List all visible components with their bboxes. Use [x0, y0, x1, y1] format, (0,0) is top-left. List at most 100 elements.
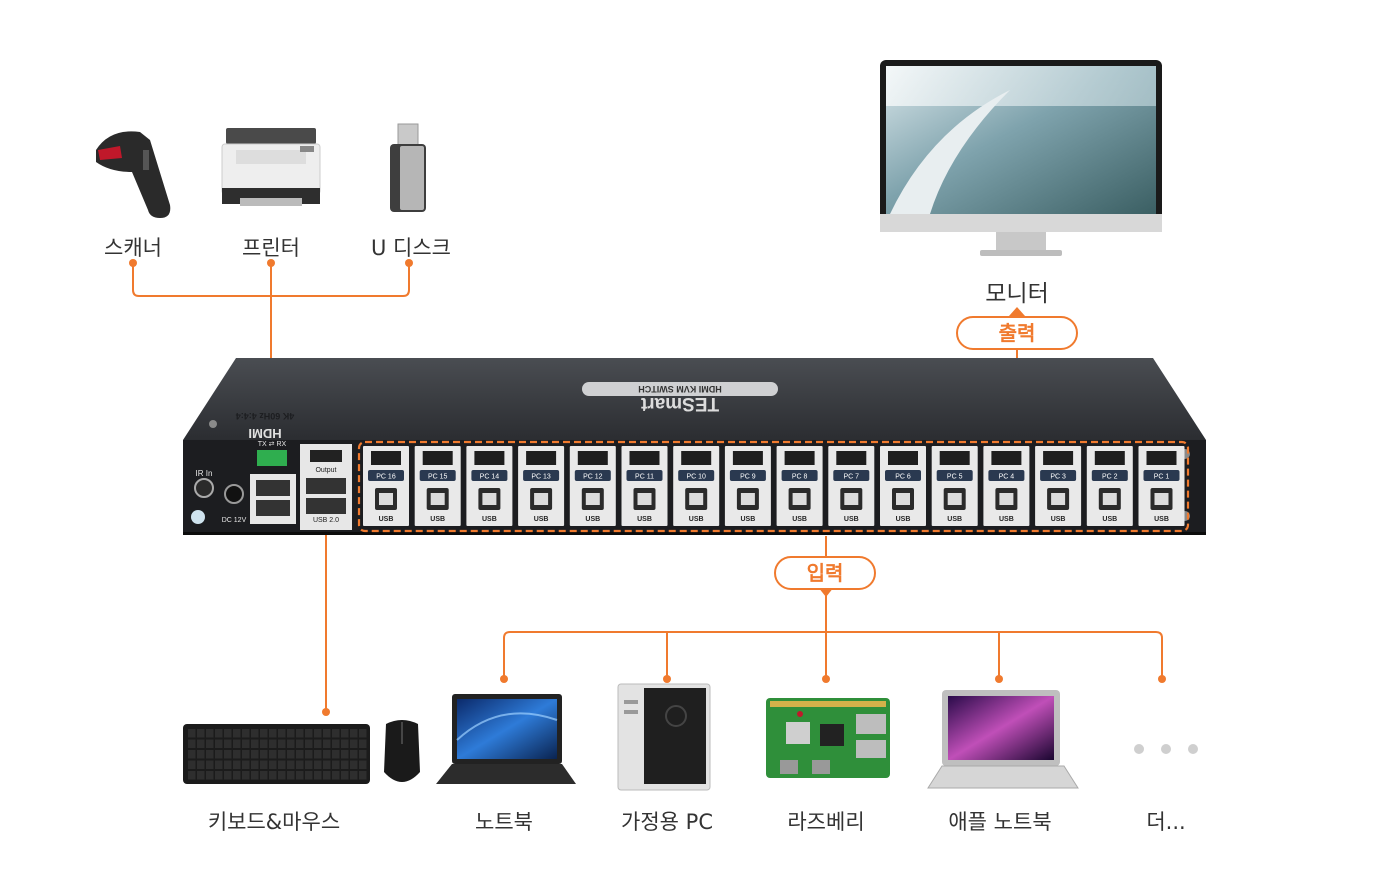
- hdmi-port[interactable]: [629, 451, 660, 465]
- hdmi-port[interactable]: [526, 451, 557, 465]
- usb-port-label: USB: [534, 516, 549, 523]
- pc-port-label: PC 10: [686, 474, 706, 481]
- pc-port-label: PC 14: [480, 474, 500, 481]
- dc-power-port[interactable]: [224, 484, 244, 504]
- pc-port-badge: [368, 470, 404, 481]
- monitor-label: 모니터: [985, 281, 1049, 307]
- ir-sensor: [191, 510, 205, 524]
- raspberry-pi-icon: [766, 698, 890, 778]
- scanner-label: 스캐너: [104, 236, 162, 260]
- printer-icon: [221, 128, 321, 206]
- pc-port-badge: [1040, 470, 1077, 481]
- hdmi-port[interactable]: [1146, 451, 1177, 465]
- usb-port-label: USB: [844, 516, 859, 523]
- hdmi-port[interactable]: [784, 451, 815, 465]
- hdmi-port[interactable]: [474, 451, 505, 465]
- input-tag: 입력: [774, 556, 876, 590]
- input-ports-outline: [357, 440, 1190, 533]
- pc-port-label: PC 12: [583, 474, 603, 481]
- pc-port-badge: [988, 470, 1025, 481]
- rs232-terminal[interactable]: [257, 450, 287, 466]
- pc-port-badge: [1143, 470, 1180, 481]
- macbook-icon: [927, 690, 1079, 789]
- model-badge: [582, 382, 778, 396]
- usb-port-label: USB: [379, 516, 394, 523]
- pc-port-4[interactable]: PC 4 USB: [983, 446, 1030, 526]
- pc-port-label: PC 3: [1050, 474, 1066, 481]
- pc-port-7[interactable]: PC 7 USB: [828, 446, 875, 526]
- rs232-label: TX ⇄ RX: [258, 441, 287, 448]
- pc-port-label: PC 2: [1102, 474, 1118, 481]
- output-arrow-icon: [1009, 307, 1025, 316]
- pc-port-badge: [419, 470, 456, 481]
- pc-port-badge: [936, 470, 973, 481]
- usb-port-label: USB: [741, 516, 756, 523]
- desktop-pc-icon: [617, 683, 711, 791]
- pc-port-label: PC 6: [895, 474, 911, 481]
- usb-port-label: USB: [1102, 516, 1117, 523]
- hdmi-port[interactable]: [888, 451, 918, 465]
- pc-port-label: PC 9: [740, 474, 756, 481]
- hdmi-port[interactable]: [836, 451, 867, 465]
- raspberry-label: 라즈베리: [787, 810, 865, 834]
- pc-port-badge: [471, 470, 508, 481]
- switch-markings: TESmart HDMI KVM SWITCH 4K 60Hz 4:4:4 HD…: [236, 384, 722, 441]
- pc-port-badge: [781, 470, 818, 481]
- pc-port-label: PC 4: [999, 474, 1015, 481]
- pc-port-badge: [885, 470, 921, 481]
- pc-port-badge: [729, 470, 766, 481]
- pc-port-2[interactable]: PC 2 USB: [1086, 446, 1133, 526]
- hdmi-port[interactable]: [1094, 451, 1125, 465]
- pc-port-label: PC 7: [844, 474, 860, 481]
- laptop-label: 노트북: [475, 810, 533, 834]
- pc-port-badge: [523, 470, 560, 481]
- connection-dots: [129, 259, 1166, 716]
- hdmi-port[interactable]: [371, 451, 401, 465]
- pc-port-13[interactable]: PC 13 USB: [518, 446, 565, 526]
- keyboard-mouse-icon: [183, 720, 420, 784]
- pc-port-14[interactable]: PC 14 USB: [466, 446, 513, 526]
- model-text: HDMI KVM SWITCH: [638, 384, 722, 394]
- pc-port-9[interactable]: PC 9 USB: [724, 446, 771, 526]
- output-tag: 출력: [956, 316, 1078, 350]
- hdmi-port[interactable]: [1043, 451, 1074, 465]
- pc-port-label: PC 11: [635, 474, 654, 481]
- pc-port-badge: [1091, 470, 1128, 481]
- pc-port-label: PC 13: [531, 474, 551, 481]
- pc-port-15[interactable]: PC 15 USB: [414, 446, 461, 526]
- hdmi-port[interactable]: [991, 451, 1022, 465]
- hdmi-port[interactable]: [577, 451, 608, 465]
- usb-port-label: USB: [689, 516, 704, 523]
- pc-port-label: PC 15: [428, 474, 448, 481]
- hdmi-port[interactable]: [422, 451, 453, 465]
- brand-text: TESmart: [640, 393, 719, 414]
- pc-port-label: PC 5: [947, 474, 963, 481]
- usb-port-label: USB: [999, 516, 1014, 523]
- pc-port-badge: [678, 470, 715, 481]
- usb-drive-icon: [390, 123, 426, 212]
- hdmi-port[interactable]: [939, 451, 970, 465]
- usb-port-label: USB: [1051, 516, 1066, 523]
- pc-port-10[interactable]: PC 10 USB: [673, 446, 720, 526]
- printer-label: 프린터: [242, 236, 300, 260]
- hdmi-port[interactable]: [732, 451, 763, 465]
- pc-port-3[interactable]: PC 3 USB: [1035, 446, 1082, 526]
- ir-port[interactable]: [194, 478, 214, 498]
- keyboard-mouse-label: 키보드&마우스: [207, 810, 341, 834]
- desktop-label: 가정용 PC: [621, 810, 713, 834]
- usb-port-label: USB: [792, 516, 807, 523]
- usb-port-label: USB: [482, 516, 497, 523]
- more-label: 더...: [1146, 810, 1186, 834]
- usb-port-label: USB: [430, 516, 445, 523]
- hdmi-port[interactable]: [681, 451, 712, 465]
